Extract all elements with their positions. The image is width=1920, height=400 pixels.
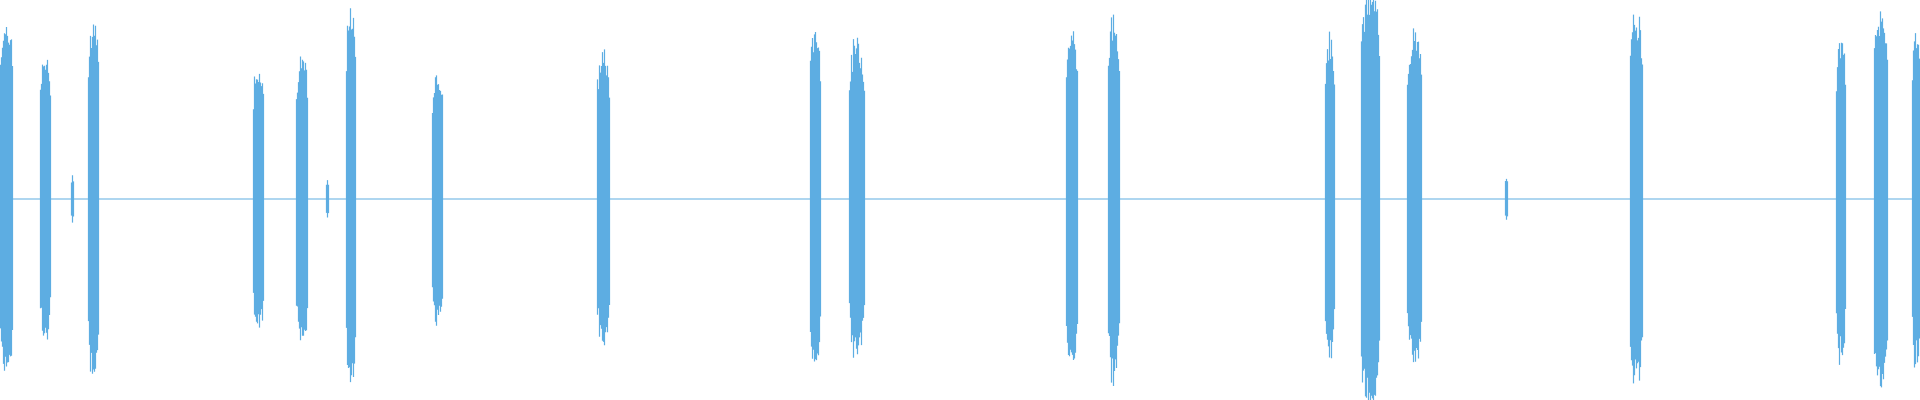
waveform-burst: [431, 75, 444, 326]
waveform-burst: [39, 59, 52, 340]
waveform-burst: [87, 24, 100, 374]
waveform-burst: [1504, 178, 1509, 220]
waveform-burst: [1629, 14, 1644, 384]
waveform-burst: [252, 73, 265, 328]
waveform-burst: [596, 49, 611, 346]
waveform-burst: [1107, 14, 1121, 386]
waveform-burst: [70, 175, 75, 223]
waveform-burst: [325, 180, 330, 218]
waveform-burst: [809, 32, 822, 362]
waveform-burst: [295, 56, 309, 341]
waveform-burst: [1873, 11, 1889, 388]
waveform-burst: [1911, 33, 1920, 368]
waveform-burst: [1835, 42, 1847, 365]
waveform-burst: [848, 37, 866, 358]
waveform-burst: [345, 8, 357, 383]
waveform-burst: [1406, 28, 1423, 363]
waveform-burst: [1360, 0, 1381, 400]
waveform-burst: [1324, 31, 1336, 359]
waveform-burst: [1065, 31, 1079, 360]
waveform-burst: [0, 27, 14, 371]
